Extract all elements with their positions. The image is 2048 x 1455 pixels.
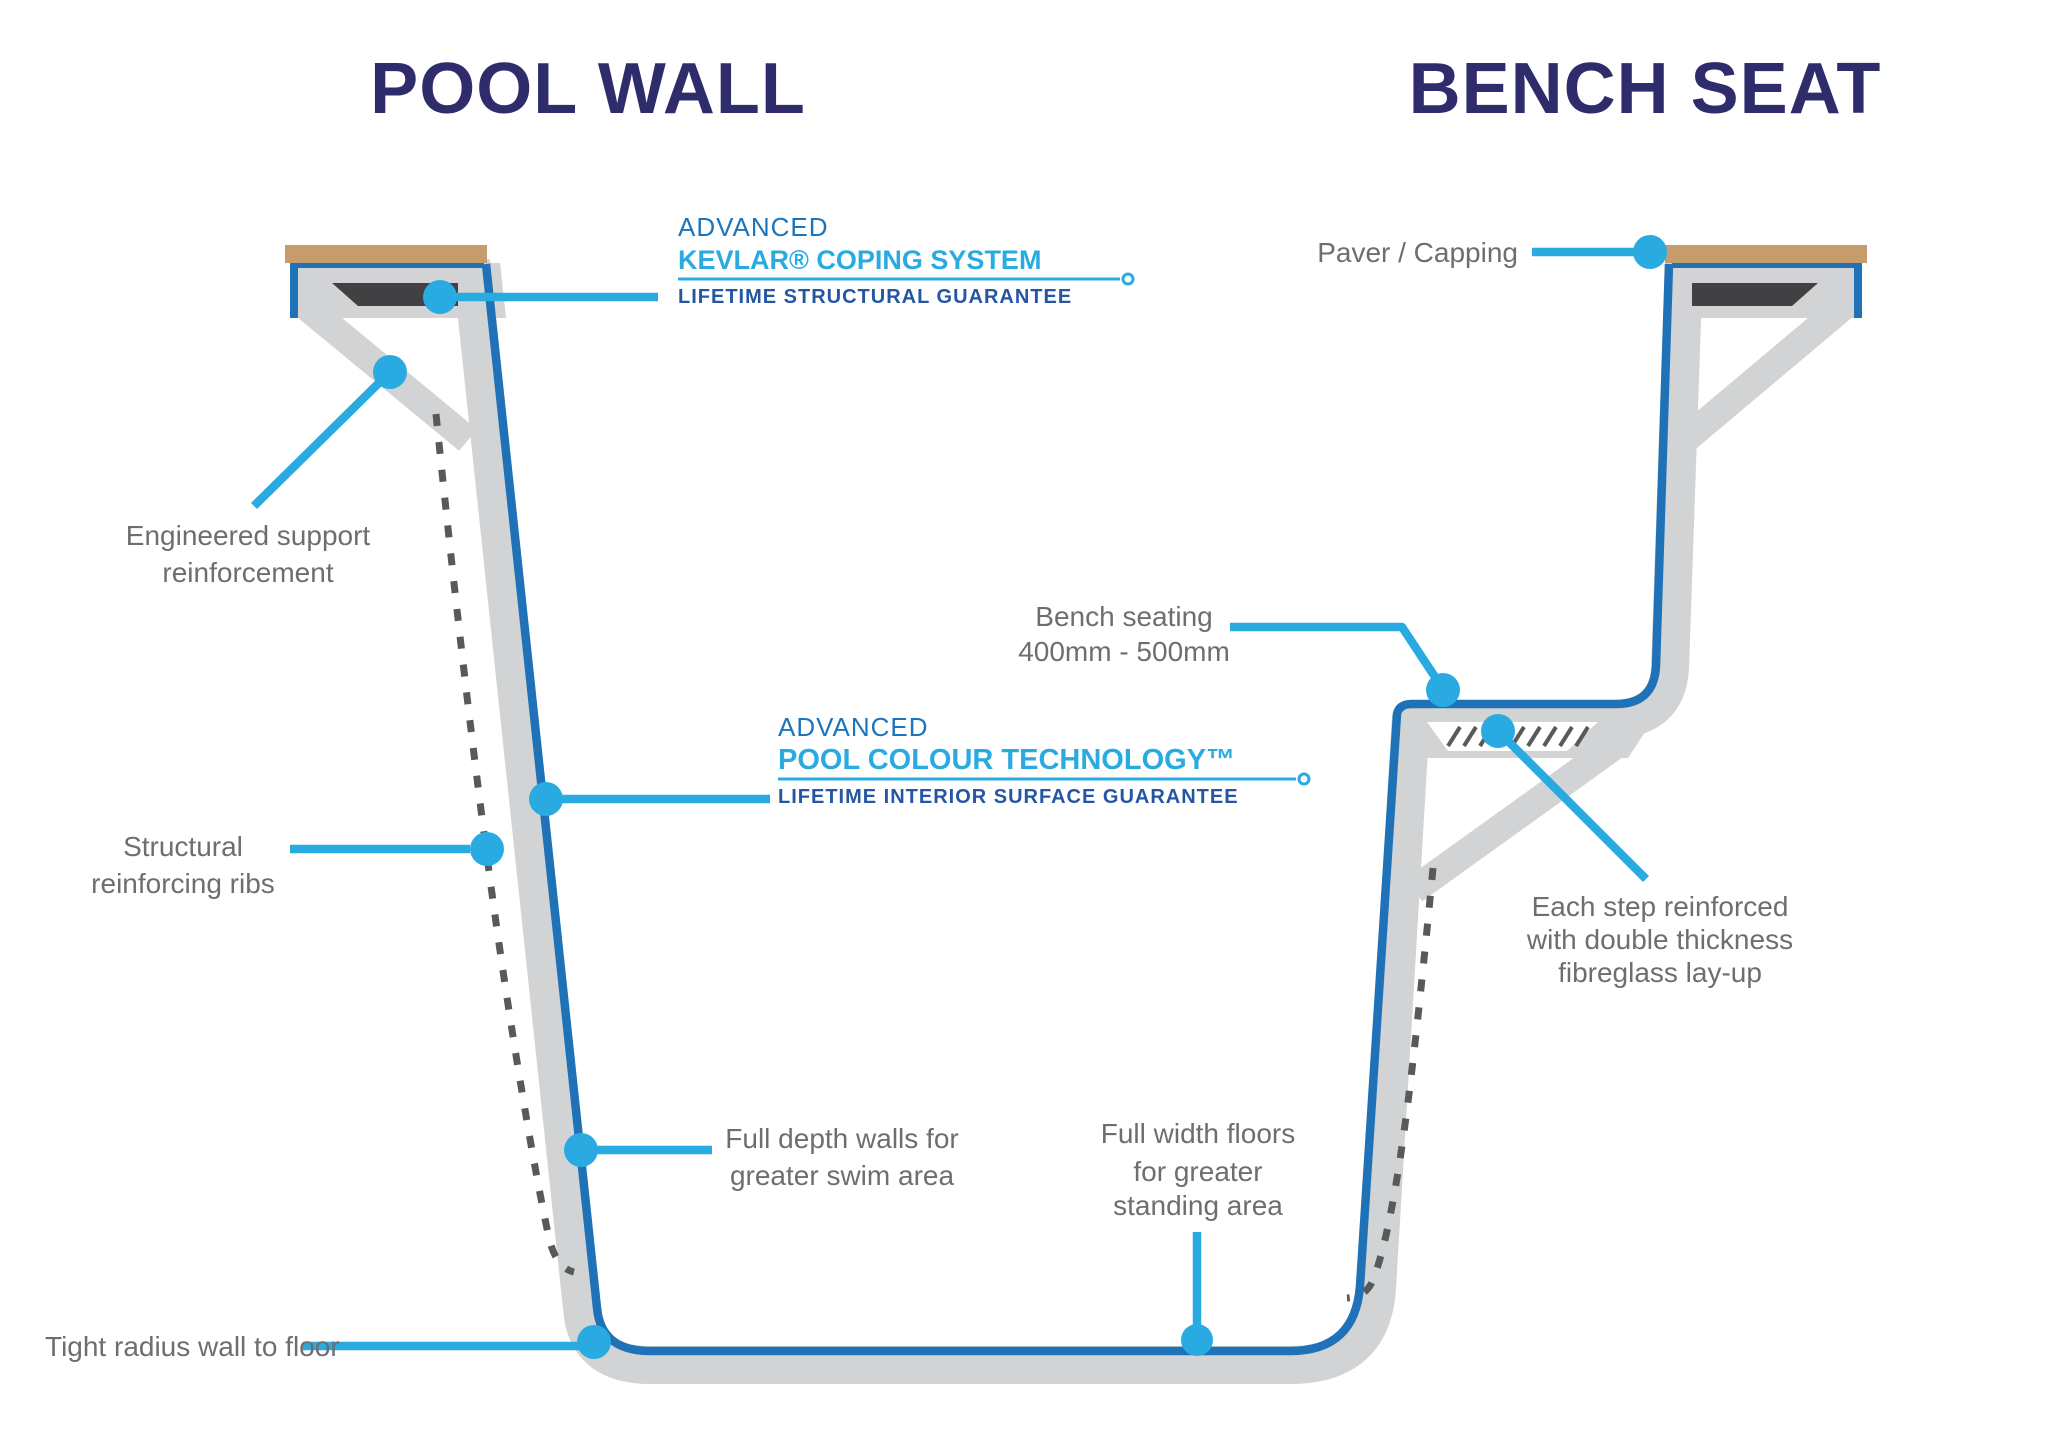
- each-step-label: Each step reinforced with double thickne…: [1526, 891, 1793, 988]
- pool-colour-callout-dot: [529, 782, 563, 816]
- pool-colour-title: POOL COLOUR TECHNOLOGY™: [778, 744, 1235, 776]
- full-depth-callout-dot: [564, 1133, 598, 1167]
- right-support-brace: [1677, 295, 1854, 449]
- kevlar-rule-end-dot: [1121, 272, 1135, 286]
- full-depth-line2: greater swim area: [730, 1160, 955, 1191]
- structural-ribs-line1: Structural: [123, 831, 243, 862]
- pool-wall-title: POOL WALL: [370, 49, 806, 129]
- bench-seating-label: Bench seating 400mm - 500mm: [1018, 601, 1230, 667]
- structural-ribs-line2: reinforcing ribs: [91, 868, 275, 899]
- bench-step-brace: [1405, 730, 1629, 902]
- each-step-callout-dot: [1481, 714, 1515, 748]
- kevlar-eyebrow: ADVANCED: [678, 212, 829, 242]
- pool-colour-subtitle: LIFETIME INTERIOR SURFACE GUARANTEE: [778, 786, 1239, 808]
- each-step-line3: fibreglass lay-up: [1558, 957, 1762, 988]
- bench-seating-callout-dot: [1426, 673, 1460, 707]
- tight-radius-label: Tight radius wall to floor: [45, 1331, 340, 1362]
- engineered-support-callout-line: [251, 368, 393, 510]
- left-paver-cap: [285, 245, 487, 263]
- full-width-line1: Full width floors: [1101, 1118, 1296, 1149]
- full-width-line3: standing area: [1113, 1190, 1283, 1221]
- left-slab-blue-edge: [290, 260, 484, 318]
- paver-capping-callout-dot: [1633, 235, 1667, 269]
- pool-interior-surface-line: [481, 263, 1674, 1356]
- bench-seating-line1: Bench seating: [1035, 601, 1212, 632]
- paver-capping-label: Paver / Capping: [1317, 237, 1518, 268]
- pool-colour-rule-end-dot: [1297, 772, 1311, 786]
- full-depth-line1: Full depth walls for: [725, 1123, 958, 1154]
- right-paver-cap: [1665, 245, 1867, 263]
- each-step-line1: Each step reinforced: [1532, 891, 1789, 922]
- full-width-floors-label: Full width floors for greater standing a…: [1101, 1118, 1296, 1221]
- full-width-callout-dot: [1181, 1324, 1213, 1356]
- structural-ribs-callout-dot: [470, 832, 504, 866]
- kevlar-heading-block: ADVANCED KEVLAR® COPING SYSTEM LIFETIME …: [678, 212, 1135, 308]
- kevlar-callout-dot: [423, 280, 457, 314]
- engineered-support-line2: reinforcement: [162, 557, 333, 588]
- left-reinforcing-rib-dashed-line: [432, 413, 576, 1276]
- engineered-support-label: Engineered support reinforcement: [126, 520, 371, 588]
- bench-seating-callout-line: [1230, 622, 1445, 689]
- right-kevlar-coping-insert: [1692, 283, 1818, 306]
- right-reinforcing-rib-dashed-line: [1346, 867, 1437, 1302]
- pool-colour-heading-block: ADVANCED POOL COLOUR TECHNOLOGY™ LIFETIM…: [778, 712, 1311, 808]
- right-slab-blue-edge: [1672, 260, 1862, 318]
- structural-ribs-label: Structural reinforcing ribs: [91, 831, 275, 899]
- bench-seating-line2: 400mm - 500mm: [1018, 636, 1230, 667]
- engineered-support-line1: Engineered support: [126, 520, 371, 551]
- full-depth-walls-label: Full depth walls for greater swim area: [725, 1123, 958, 1191]
- bench-seat-title: BENCH SEAT: [1409, 49, 1882, 129]
- pool-colour-eyebrow: ADVANCED: [778, 712, 929, 742]
- full-width-line2: for greater: [1133, 1156, 1262, 1187]
- each-step-callout-line: [1494, 727, 1650, 883]
- tight-radius-callout-dot: [577, 1325, 611, 1359]
- kevlar-subtitle: LIFETIME STRUCTURAL GUARANTEE: [678, 286, 1072, 308]
- kevlar-title: KEVLAR® COPING SYSTEM: [678, 245, 1041, 275]
- engineered-support-callout-dot: [373, 355, 407, 389]
- each-step-line2: with double thickness: [1526, 924, 1793, 955]
